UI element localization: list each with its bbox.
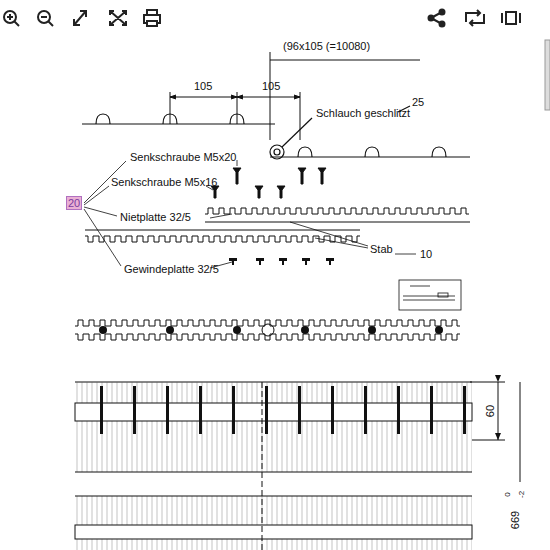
profile-line xyxy=(205,222,470,223)
panel-rib xyxy=(199,386,202,434)
part-label: Senkschraube M5x20 xyxy=(130,151,236,163)
callout-number: 25 xyxy=(412,96,424,108)
panel-rib xyxy=(133,386,136,434)
callout-number: 20 xyxy=(67,197,81,209)
detail-box xyxy=(399,280,461,310)
profile-line xyxy=(205,208,469,214)
dimension-text: (96x105 (=10080) xyxy=(283,40,370,52)
screws xyxy=(211,168,326,198)
panel-rib xyxy=(100,386,103,434)
bar-profiles xyxy=(75,208,470,340)
toolbar-icons xyxy=(4,10,520,27)
panel-rib xyxy=(463,386,466,434)
panel-rib xyxy=(331,386,334,434)
panel-rivets xyxy=(100,386,466,434)
nuts xyxy=(229,258,334,265)
panel-rib xyxy=(397,386,400,434)
dimension-lines xyxy=(170,52,420,140)
dimension-text: 669 xyxy=(509,511,521,529)
panel-rib xyxy=(430,386,433,434)
panel-view xyxy=(75,382,520,550)
profile-line xyxy=(75,334,460,340)
part-label: Schlauch geschlitzt xyxy=(316,107,410,119)
panel-rib xyxy=(232,386,235,434)
profile-line xyxy=(85,236,360,242)
callout-number: 10 xyxy=(420,248,432,260)
profile-line xyxy=(75,320,460,326)
profile-line xyxy=(85,230,360,231)
panel-rib xyxy=(265,386,268,434)
part-label: Gewindeplatte 32/5 xyxy=(124,263,219,275)
tolerance-text: 0 xyxy=(504,492,513,496)
panel-rib xyxy=(166,386,169,434)
dimension-text: 105 xyxy=(262,80,280,92)
part-label: Stab xyxy=(370,243,393,255)
tolerance-text: -2 xyxy=(519,490,528,497)
dimension-text: 60 xyxy=(484,405,496,417)
dimension-text: 105 xyxy=(194,80,212,92)
panel-rib xyxy=(364,386,367,434)
part-label: Nietplatte 32/5 xyxy=(120,211,191,223)
assembly-rivets xyxy=(99,324,443,336)
panel-rib xyxy=(298,386,301,434)
part-label: Senkschraube M5x16 xyxy=(111,176,217,188)
